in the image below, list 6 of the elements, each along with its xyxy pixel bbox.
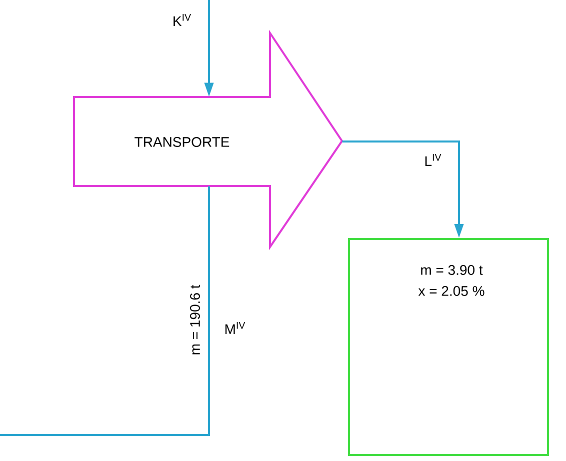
mass-label: m = 190.6 t xyxy=(190,284,200,354)
result-box: m = 3.90 t x = 2.05 % xyxy=(348,238,549,456)
edge-label: K$^{IV}$ xyxy=(174,14,191,26)
edge-label: L$^{IV}$ xyxy=(425,154,442,166)
flow-line xyxy=(0,186,210,436)
edge-label: M$^{IV}$ xyxy=(225,322,246,334)
